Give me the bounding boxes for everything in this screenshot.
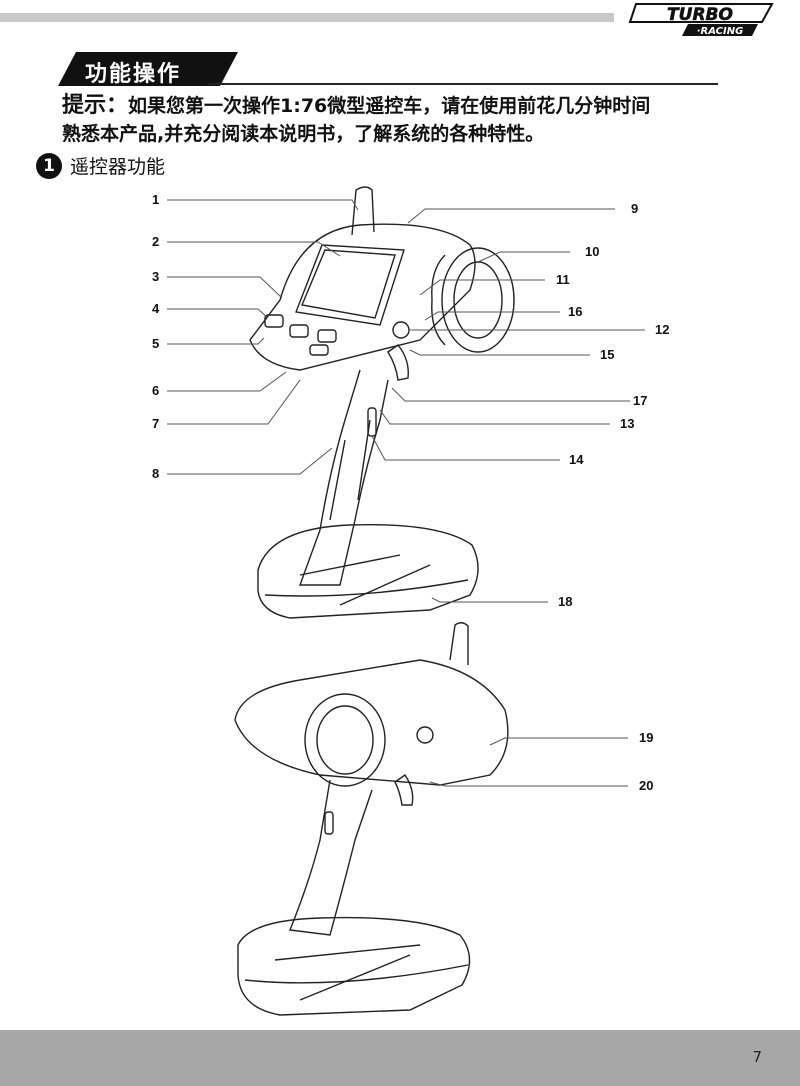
top-bar [0, 13, 614, 22]
subsection-heading: 1 遥控器功能 [36, 152, 165, 179]
callout-6: 6 [152, 383, 160, 398]
tip-paragraph: 提示：如果您第一次操作1:76微型遥控车，请在使用前花几分钟时间 熟悉本产品,并… [62, 92, 762, 148]
callout-17: 17 [633, 393, 648, 408]
grip-handle-2 [289, 779, 373, 936]
base-stand-2 [237, 916, 471, 1016]
turbo-racing-logo: TURBO ·RACING [628, 3, 774, 37]
subsection-number-badge: 1 [36, 152, 62, 179]
callout-9: 9 [631, 201, 639, 216]
knob-side [416, 726, 434, 744]
callout-5: 5 [152, 336, 160, 351]
callout-20: 20 [639, 778, 654, 793]
button-lower [309, 344, 329, 356]
callout-16: 16 [568, 304, 583, 319]
footer-bar: 7 [0, 1030, 800, 1086]
callout-1: 1 [152, 192, 160, 207]
callout-15: 15 [600, 347, 615, 362]
steering-wheel-2 [304, 693, 386, 787]
antenna [351, 186, 375, 236]
transmitter-illustration [167, 186, 645, 1016]
section-title: 功能操作 [85, 62, 182, 87]
base-stand [257, 523, 479, 619]
button-left [264, 314, 284, 328]
transmitter-body-side [234, 659, 509, 786]
logo-racing-text: ·RACING [697, 26, 744, 37]
throttle-trigger [387, 344, 409, 381]
logo-turbo-text: TURBO [667, 5, 733, 25]
callout-4: 4 [152, 301, 160, 316]
button-mid [289, 324, 309, 338]
tip-label: 提示： [62, 93, 129, 118]
tip-line-2: 熟悉本产品,并充分阅读本说明书，了解系统的各种特性。 [62, 123, 545, 145]
antenna-2 [449, 622, 469, 665]
section-rule [208, 83, 718, 85]
button-right [317, 329, 337, 343]
callout-3: 3 [152, 269, 160, 284]
section-title-banner [58, 52, 238, 86]
callout-18: 18 [558, 594, 573, 609]
grip-handle [299, 369, 389, 586]
trigger-side [394, 774, 414, 806]
trim-knob [392, 321, 410, 339]
callout-8: 8 [152, 466, 160, 481]
callout-12: 12 [655, 322, 670, 337]
callout-13: 13 [620, 416, 635, 431]
subsection-title: 遥控器功能 [70, 156, 166, 178]
page-number: 7 [752, 1048, 762, 1066]
steering-wheel [441, 247, 515, 353]
callout-11: 11 [556, 272, 570, 287]
transmitter-body-top [249, 223, 476, 371]
lcd-screen [301, 249, 396, 319]
callout-19: 19 [639, 730, 654, 745]
callout-2: 2 [152, 234, 160, 249]
callout-7: 7 [152, 416, 160, 431]
tip-line-1: 如果您第一次操作1:76微型遥控车，请在使用前花几分钟时间 [128, 95, 651, 117]
callout-14: 14 [569, 452, 584, 467]
callout-10: 10 [585, 244, 600, 259]
